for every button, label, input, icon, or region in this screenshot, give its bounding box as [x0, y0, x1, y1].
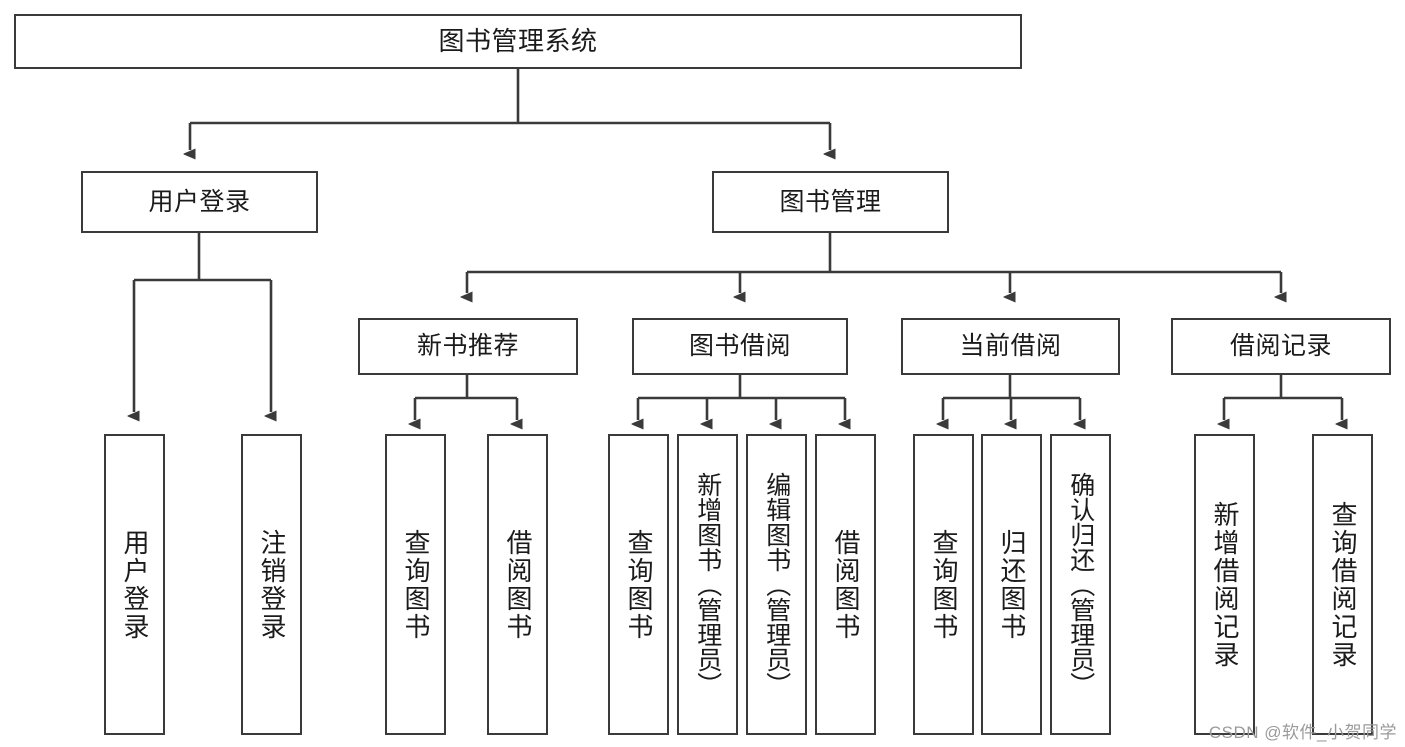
leaf-confirm-return-admin[interactable]: 确认归还（管理员） [1050, 434, 1111, 735]
leaf-query-borrow-record[interactable]: 查询借阅记录 [1312, 434, 1373, 735]
node-label: 新增图书（管理员） [693, 472, 722, 697]
node-label: 归还图书 [997, 528, 1028, 641]
watermark: CSDN @软件_小贺同学 [1208, 723, 1397, 742]
node-label: 查询图书 [401, 528, 432, 641]
leaf-user-logout[interactable]: 注销登录 [241, 434, 302, 735]
leaf-borrow-book[interactable]: 借阅图书 [815, 434, 876, 735]
node-label: 编辑图书（管理员） [762, 472, 791, 697]
leaf-query-book-borrow[interactable]: 查询图书 [608, 434, 669, 735]
leaf-edit-book-admin[interactable]: 编辑图书（管理员） [746, 434, 807, 735]
node-label: 用户登录 [148, 187, 251, 216]
node-label: 注销登录 [257, 528, 288, 641]
node-current-borrow[interactable]: 当前借阅 [901, 318, 1120, 375]
leaf-add-borrow-record[interactable]: 新增借阅记录 [1194, 434, 1255, 735]
node-root-system[interactable]: 图书管理系统 [14, 14, 1022, 69]
leaf-user-login[interactable]: 用户登录 [104, 434, 165, 735]
node-label: 借阅图书 [831, 528, 862, 641]
node-label: 图书管理 [779, 187, 882, 216]
node-label: 查询图书 [624, 528, 655, 641]
leaf-query-book-new[interactable]: 查询图书 [385, 434, 446, 735]
leaf-query-book-current[interactable]: 查询图书 [913, 434, 974, 735]
leaf-add-book-admin[interactable]: 新增图书（管理员） [677, 434, 738, 735]
node-book-management[interactable]: 图书管理 [712, 171, 949, 233]
node-label: 新书推荐 [416, 332, 519, 361]
node-borrow-record[interactable]: 借阅记录 [1171, 318, 1391, 375]
node-label: 查询图书 [929, 528, 960, 641]
node-book-borrow[interactable]: 图书借阅 [632, 318, 848, 375]
node-label: 用户登录 [120, 528, 151, 641]
node-new-book-recommend[interactable]: 新书推荐 [358, 318, 578, 375]
node-label: 当前借阅 [959, 332, 1062, 361]
node-label: 确认归还（管理员） [1066, 472, 1095, 697]
leaf-borrow-book-new[interactable]: 借阅图书 [487, 434, 548, 735]
leaf-return-book[interactable]: 归还图书 [981, 434, 1042, 735]
node-label: 图书管理系统 [438, 25, 598, 56]
node-user-login[interactable]: 用户登录 [81, 171, 318, 233]
node-label: 图书借阅 [688, 332, 791, 361]
node-label: 借阅图书 [503, 528, 534, 641]
node-label: 新增借阅记录 [1210, 500, 1241, 669]
node-label: 借阅记录 [1229, 332, 1332, 361]
node-label: 查询借阅记录 [1328, 500, 1359, 669]
